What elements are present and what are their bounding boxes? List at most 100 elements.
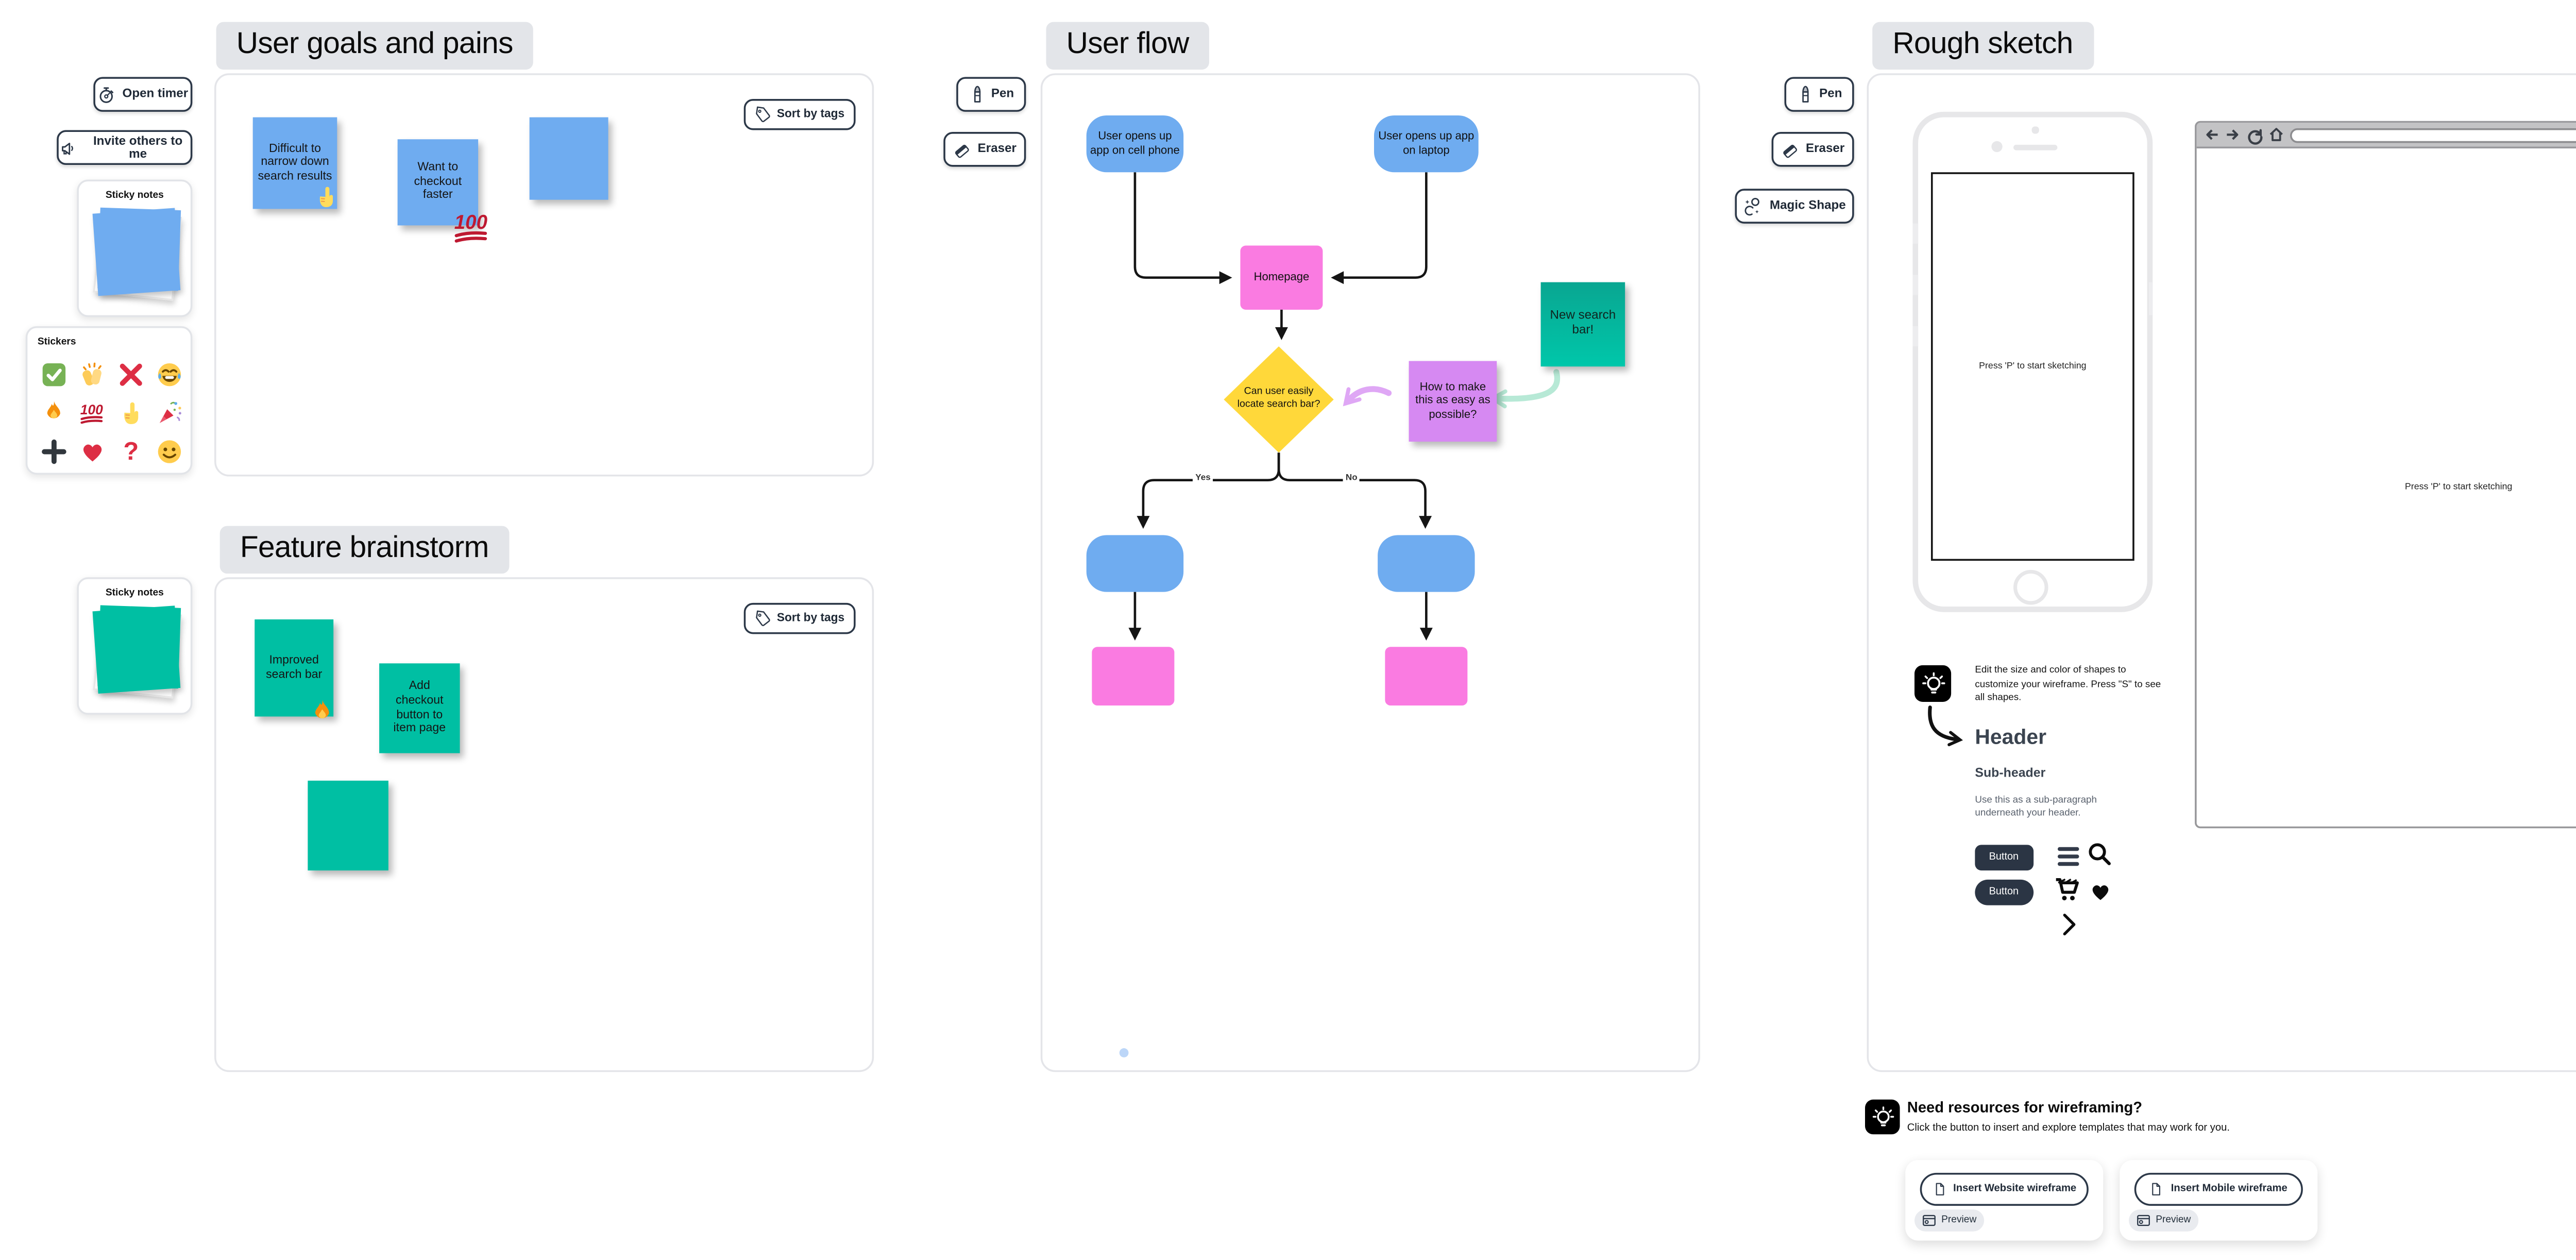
feature-brainstorm-panel[interactable]: Sort by tags Improved search bar Add che… xyxy=(214,577,874,1072)
pen-label: Pen xyxy=(1819,88,1842,101)
insert-website-wireframe-button[interactable]: Insert Website wireframe xyxy=(1920,1172,2089,1206)
clap-sticker[interactable] xyxy=(77,359,106,389)
search-icon[interactable] xyxy=(2087,841,2112,867)
cart-icon[interactable] xyxy=(2054,876,2081,903)
refresh-icon[interactable] xyxy=(2245,126,2264,144)
section-title-feature-brainstorm: Feature brainstorm xyxy=(219,526,509,573)
hamburger-menu-icon[interactable] xyxy=(2056,845,2081,868)
lightbulb-icon xyxy=(1865,1099,1900,1135)
chevron-right-icon[interactable] xyxy=(2061,913,2078,936)
flow-node-open-laptop[interactable]: User opens up app on laptop xyxy=(1374,115,1479,173)
sort-by-tags-button-goals[interactable]: Sort by tags xyxy=(743,99,856,130)
sort-by-tags-label: Sort by tags xyxy=(776,612,845,625)
browser-wireframe[interactable]: Press 'P' to start sketching xyxy=(2195,121,2576,829)
sticky-stack-teal-top[interactable] xyxy=(96,605,180,689)
sticky-notes-palette-teal[interactable]: Sticky notes xyxy=(77,577,193,715)
wireframe-paragraph-sample[interactable]: Use this as a sub-paragraph underneath y… xyxy=(1975,795,2097,819)
stickers-palette-label: Stickers xyxy=(37,336,76,347)
sticky-note-empty-teal[interactable] xyxy=(308,780,388,871)
stickers-palette[interactable]: Stickers xyxy=(25,326,193,475)
sticky-note-empty-blue[interactable] xyxy=(529,117,608,200)
remote-cursor-dot xyxy=(1119,1048,1129,1057)
flow-node-homepage[interactable]: Homepage xyxy=(1240,245,1323,310)
wireframe-subheader-sample[interactable]: Sub-header xyxy=(1975,767,2046,781)
question-sticker[interactable]: ? xyxy=(115,436,145,465)
flow-node-empty-pink-left[interactable] xyxy=(1092,647,1175,706)
flow-node-empty-no[interactable] xyxy=(1378,535,1475,592)
svg-text:?: ? xyxy=(123,437,138,464)
user-goals-panel[interactable]: Sort by tags Difficult to narrow down se… xyxy=(214,73,874,477)
point-up-sticker[interactable] xyxy=(115,398,145,427)
rough-sketch-panel[interactable]: Press 'P' to start sketching xyxy=(1867,73,2576,1072)
joy-sticker[interactable] xyxy=(154,359,183,389)
insert-mobile-wireframe-button[interactable]: Insert Mobile wireframe xyxy=(2134,1172,2303,1206)
phone-speaker xyxy=(2013,144,2058,150)
wireframe-button-rect[interactable]: Button xyxy=(1975,845,2033,870)
section-title-user-goals: User goals and pains xyxy=(216,22,533,69)
phone-home-button xyxy=(2012,569,2047,605)
sticky-note-search-results[interactable]: Difficult to narrow down search results xyxy=(252,117,339,211)
sticky-stack-blue-top[interactable] xyxy=(96,207,180,291)
flow-node-empty-yes[interactable] xyxy=(1086,535,1184,592)
x-sticker[interactable] xyxy=(115,359,145,389)
browser-sketch-hint: Press 'P' to start sketching xyxy=(2404,481,2513,493)
resources-title: Need resources for wireframing? xyxy=(1907,1099,2143,1116)
section-title-user-flow: User flow xyxy=(1046,22,1209,69)
preview-mobile-button[interactable]: Preview xyxy=(2129,1209,2199,1232)
url-bar[interactable] xyxy=(2289,127,2576,142)
forward-icon[interactable] xyxy=(2224,126,2241,143)
wireframe-button-pill[interactable]: Button xyxy=(1975,879,2033,904)
wireframe-header-sample[interactable]: Header xyxy=(1975,727,2047,750)
website-wireframe-card: Insert Website wireframe Preview xyxy=(1905,1160,2104,1241)
open-timer-button[interactable]: Open timer xyxy=(93,77,193,112)
pen-button-flow[interactable]: Pen xyxy=(956,77,1026,112)
phone-sensor-dot xyxy=(1991,141,2003,153)
svg-text:100: 100 xyxy=(80,401,103,416)
user-flow-panel[interactable]: User opens up app on cell phone User ope… xyxy=(1040,73,1700,1072)
section-title-rough-sketch: Rough sketch xyxy=(1872,22,2093,69)
sticky-note-checkout-faster[interactable]: Want to checkout faster 100 xyxy=(397,139,488,243)
browser-toolbar xyxy=(2196,123,2576,149)
magic-shape-button[interactable]: Magic Shape xyxy=(1735,189,1854,224)
sort-by-tags-label: Sort by tags xyxy=(776,108,845,121)
tag-icon xyxy=(755,106,771,123)
fire-emoji[interactable] xyxy=(308,698,337,728)
sticky-note-add-checkout[interactable]: Add checkout button to item page xyxy=(379,663,460,753)
preview-window-icon xyxy=(2137,1213,2151,1228)
fire-sticker[interactable] xyxy=(39,398,68,427)
phone-wireframe[interactable]: Press 'P' to start sketching xyxy=(1912,111,2153,612)
sticky-note-how-easy[interactable]: How to make this as easy as possible? xyxy=(1409,361,1497,442)
phone-side-button xyxy=(1912,275,1918,295)
eraser-button-sketch[interactable]: Eraser xyxy=(1771,132,1854,167)
phone-sketch-area[interactable]: Press 'P' to start sketching xyxy=(1931,172,2134,561)
back-icon[interactable] xyxy=(2203,126,2219,143)
home-icon[interactable] xyxy=(2268,126,2284,143)
point-up-emoji[interactable] xyxy=(313,183,339,211)
file-icon xyxy=(1932,1180,1946,1199)
plus-sticker[interactable] xyxy=(39,436,68,465)
browser-sketch-area[interactable]: Press 'P' to start sketching xyxy=(2197,148,2576,827)
heart-icon[interactable] xyxy=(2088,879,2111,901)
eraser-label: Eraser xyxy=(1805,143,1845,156)
branch-label-no: No xyxy=(1343,475,1360,484)
magic-shape-label: Magic Shape xyxy=(1769,199,1846,213)
party-sticker[interactable] xyxy=(154,398,183,427)
sticky-note-improved-search[interactable]: Improved search bar xyxy=(255,619,334,719)
sticky-notes-palette-blue[interactable]: Sticky notes xyxy=(77,179,193,317)
flow-node-empty-pink-right[interactable] xyxy=(1385,647,1468,706)
invite-others-button[interactable]: Invite others to me xyxy=(57,130,193,165)
preview-website-button[interactable]: Preview xyxy=(1914,1209,1985,1232)
eraser-button-flow[interactable]: Eraser xyxy=(943,132,1026,167)
pen-button-sketch[interactable]: Pen xyxy=(1784,77,1854,112)
flow-node-open-cell-phone[interactable]: User opens up app on cell phone xyxy=(1086,115,1184,173)
timer-icon xyxy=(98,85,116,104)
hundred-emoji[interactable]: 100 xyxy=(449,209,493,245)
heart-sticker[interactable] xyxy=(77,436,106,465)
sticky-note-new-search-bar[interactable]: New search bar! xyxy=(1540,282,1625,367)
check-sticker[interactable] xyxy=(39,359,68,389)
smile-sticker[interactable] xyxy=(154,436,183,465)
hundred-sticker[interactable]: 100 xyxy=(77,398,106,427)
sort-by-tags-button-features[interactable]: Sort by tags xyxy=(743,602,856,634)
invite-others-label: Invite others to me xyxy=(93,135,183,161)
